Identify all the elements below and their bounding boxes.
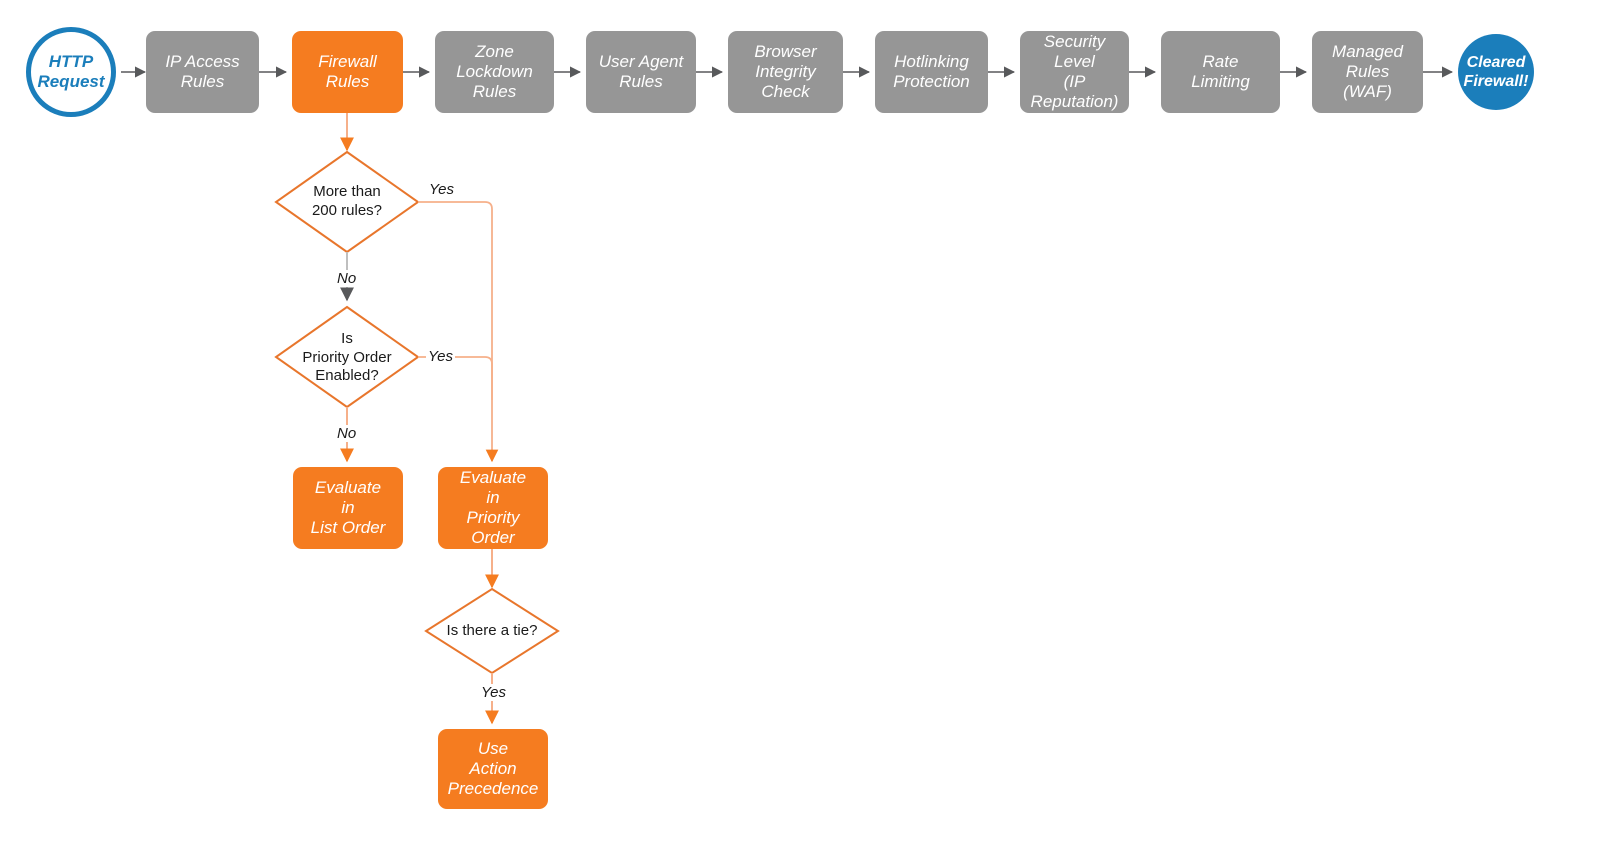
node-browser-integrity-check-label: Browser Integrity Check <box>754 41 817 102</box>
node-ip-access-rules-label: IP Access Rules <box>165 51 240 91</box>
node-cleared-firewall[interactable]: Cleared Firewall! <box>1458 34 1534 110</box>
node-hotlinking-protection-label: Hotlinking Protection <box>893 51 970 91</box>
edge-priority-yes <box>418 356 493 400</box>
node-hotlinking-protection[interactable]: Hotlinking Protection <box>875 31 988 113</box>
node-rate-limiting[interactable]: Rate Limiting <box>1161 31 1280 113</box>
node-evaluate-priority-order[interactable]: Evaluate in Priority Order <box>438 467 548 549</box>
diamond-rule-count <box>274 150 420 254</box>
node-use-action-precedence[interactable]: Use Action Precedence <box>438 729 548 809</box>
node-security-level-label: Security Level (IP Reputation) <box>1030 31 1119 112</box>
node-user-agent-rules-label: User Agent Rules <box>598 51 684 91</box>
node-evaluate-list-order[interactable]: Evaluate in List Order <box>293 467 403 549</box>
edge-label-rulecount-no: No <box>335 270 359 287</box>
node-http-request-label: HTTP Request <box>37 51 105 91</box>
node-security-level[interactable]: Security Level (IP Reputation) <box>1020 31 1129 113</box>
diamond-priority-order <box>274 305 420 409</box>
node-browser-integrity-check[interactable]: Browser Integrity Check <box>728 31 843 113</box>
edge-label-tie-yes: Yes <box>479 684 509 701</box>
node-zone-lockdown-rules-label: Zone Lockdown Rules <box>456 41 533 102</box>
node-evaluate-priority-order-label: Evaluate in Priority Order <box>459 467 527 548</box>
edge-label-rulecount-yes: Yes <box>427 181 457 198</box>
node-use-action-precedence-label: Use Action Precedence <box>447 738 539 799</box>
node-managed-rules-waf-label: Managed Rules (WAF) <box>1332 41 1403 102</box>
node-rate-limiting-label: Rate Limiting <box>1191 51 1250 91</box>
node-cleared-firewall-label: Cleared Firewall! <box>1463 53 1529 90</box>
node-evaluate-list-order-label: Evaluate in List Order <box>310 477 386 538</box>
node-managed-rules-waf[interactable]: Managed Rules (WAF) <box>1312 31 1423 113</box>
node-http-request[interactable]: HTTP Request <box>26 27 116 117</box>
node-firewall-rules[interactable]: Firewall Rules <box>292 31 403 113</box>
edge-label-priority-yes: Yes <box>426 348 456 365</box>
edge-rulecount-yes <box>418 201 499 463</box>
node-firewall-rules-label: Firewall Rules <box>318 51 377 91</box>
node-ip-access-rules[interactable]: IP Access Rules <box>146 31 259 113</box>
node-user-agent-rules[interactable]: User Agent Rules <box>586 31 696 113</box>
diamond-tie <box>424 587 560 675</box>
edge-label-priority-no: No <box>335 425 359 442</box>
node-zone-lockdown-rules[interactable]: Zone Lockdown Rules <box>435 31 554 113</box>
